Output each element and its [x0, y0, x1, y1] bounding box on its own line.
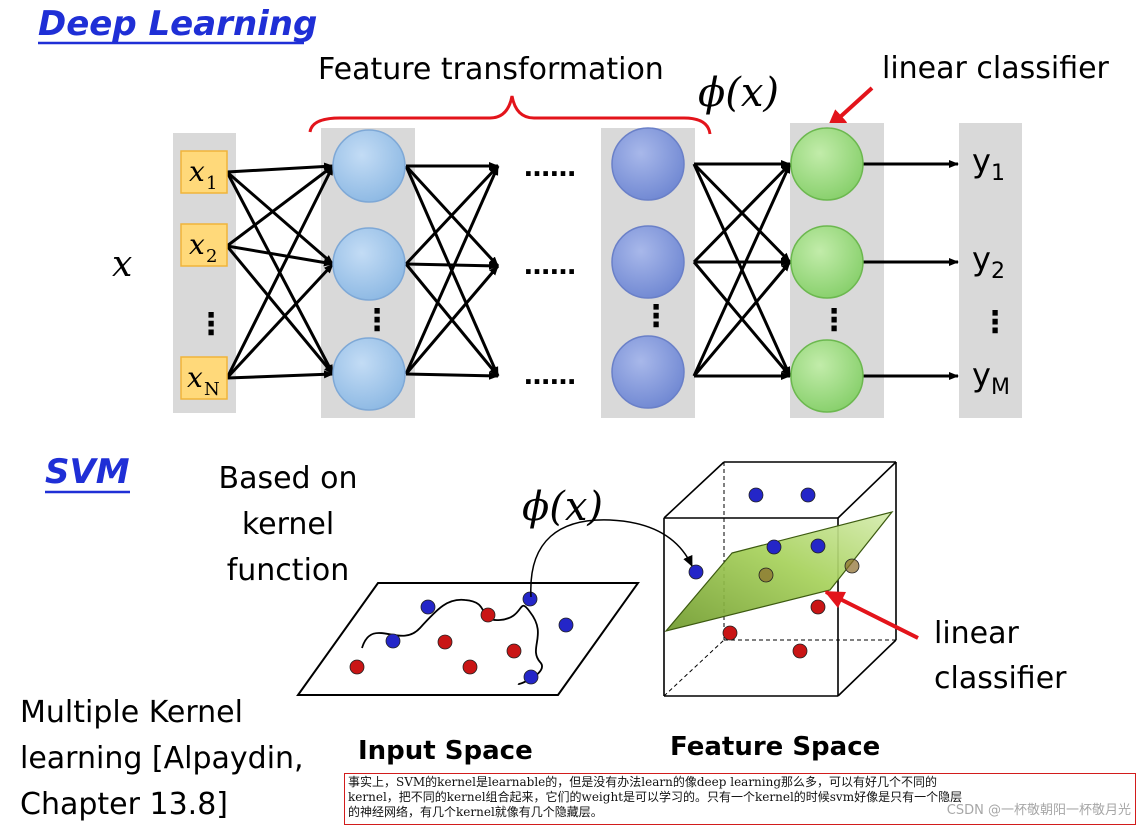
input-space-label: Input Space	[358, 736, 533, 766]
hidden-node-1-1	[332, 129, 406, 203]
hidden-node-last-n	[611, 335, 685, 409]
svg-text:Based on: Based on	[219, 461, 358, 496]
output-y1: y 1	[972, 142, 1005, 186]
input-to-hidden-connections	[225, 162, 335, 380]
layer-ellipsis-1: ……	[524, 153, 576, 183]
linear-classifier-label: linear classifier	[882, 51, 1110, 86]
feature-space-points-back	[722, 487, 826, 659]
layer-ellipsis-2: ……	[524, 251, 576, 281]
note-line-3: 的神经网络，有几个kernel就像有几个隐藏层。	[348, 805, 603, 819]
svg-text:y: y	[972, 356, 991, 394]
linear-classifier-arrow	[826, 86, 874, 130]
svg-text:classifier: classifier	[934, 661, 1067, 696]
csdn-watermark: CSDN @一杯敬朝阳一杯敬月光	[946, 803, 1131, 818]
output-vertical-ellipsis: ⋮	[980, 305, 1010, 340]
feature-transformation-bracket	[308, 95, 712, 135]
classifier-node-1	[790, 127, 864, 201]
svg-text:N: N	[204, 379, 220, 400]
input-space-plane	[296, 582, 640, 696]
svg-text:M: M	[991, 375, 1010, 400]
feature-transformation-label: Feature transformation	[318, 52, 664, 87]
svg-text:y: y	[972, 142, 991, 180]
classifier-to-output-arrows	[862, 160, 959, 380]
output-column-bg	[959, 123, 1022, 418]
svm-linear-classifier-label: linear classifier	[934, 616, 1067, 696]
note-line-1: 事实上，SVM的kernel是learnable的，但是没有办法learn的像d…	[348, 775, 938, 789]
svg-text:1: 1	[991, 161, 1005, 186]
hidden-node-last-2	[611, 225, 685, 299]
svg-text:1: 1	[206, 173, 217, 194]
svg-text:Multiple Kernel: Multiple Kernel	[20, 695, 243, 730]
hidden-to-classifier-connections	[692, 160, 792, 380]
svm-linear-classifier-arrow	[824, 590, 919, 640]
input-node-1: x 1	[180, 150, 228, 194]
svg-text:kernel: kernel	[242, 507, 334, 542]
classifier-node-2	[790, 225, 864, 299]
input-space-points	[349, 591, 574, 685]
svg-text:x: x	[189, 228, 205, 261]
svg-text:linear: linear	[934, 616, 1020, 651]
svg-text:function: function	[227, 553, 350, 588]
hidden-to-next-connections	[404, 162, 500, 380]
mapping-arrow	[530, 519, 693, 598]
phi-x-svm: ϕ(x)	[522, 484, 603, 530]
hidden-node-last-1	[611, 127, 685, 201]
feature-space-points-on-plane	[688, 538, 860, 583]
hidden-last-vertical-ellipsis: ⋮	[641, 299, 671, 334]
layer-ellipsis-3: ……	[524, 361, 576, 391]
classifier-node-n	[790, 339, 864, 413]
output-ym: y M	[972, 356, 1010, 400]
input-node-2: x 2	[180, 223, 228, 267]
svg-text:x: x	[189, 155, 205, 188]
classifier-vertical-ellipsis: ⋮	[819, 303, 849, 338]
input-space-decision-curve	[361, 598, 543, 685]
hidden-node-1-n	[332, 337, 406, 411]
svg-text:learning [Alpaydin,: learning [Alpaydin,	[20, 741, 304, 776]
note-line-2: kernel，把不同的kernel组合起来，它们的weight是可以学习的。只有…	[348, 790, 963, 804]
phi-x-top: ϕ(x)	[698, 70, 779, 116]
svg-text:x: x	[187, 361, 203, 394]
svg-text:Chapter 13.8]: Chapter 13.8]	[20, 787, 228, 822]
kernel-function-label: Based on kernel function	[219, 461, 358, 588]
feature-space-label: Feature Space	[670, 732, 880, 762]
input-vertical-ellipsis: ⋮	[196, 307, 226, 342]
svg-text:2: 2	[206, 246, 217, 267]
output-y2: y 2	[972, 240, 1005, 284]
hidden-node-1-2	[332, 227, 406, 301]
input-variable-x: x	[112, 244, 132, 285]
mkl-reference: Multiple Kernel learning [Alpaydin, Chap…	[20, 695, 304, 822]
hidden-1-vertical-ellipsis: ⋮	[362, 303, 392, 338]
separating-hyperplane	[664, 510, 894, 633]
svg-text:2: 2	[991, 259, 1005, 284]
deep-learning-title[interactable]: Deep Learning	[38, 4, 317, 44]
annotation-note: 事实上，SVM的kernel是learnable的，但是没有办法learn的像d…	[344, 773, 1136, 825]
input-node-n: x N	[180, 356, 228, 400]
svg-text:y: y	[972, 240, 991, 278]
svm-title[interactable]: SVM	[45, 452, 130, 492]
